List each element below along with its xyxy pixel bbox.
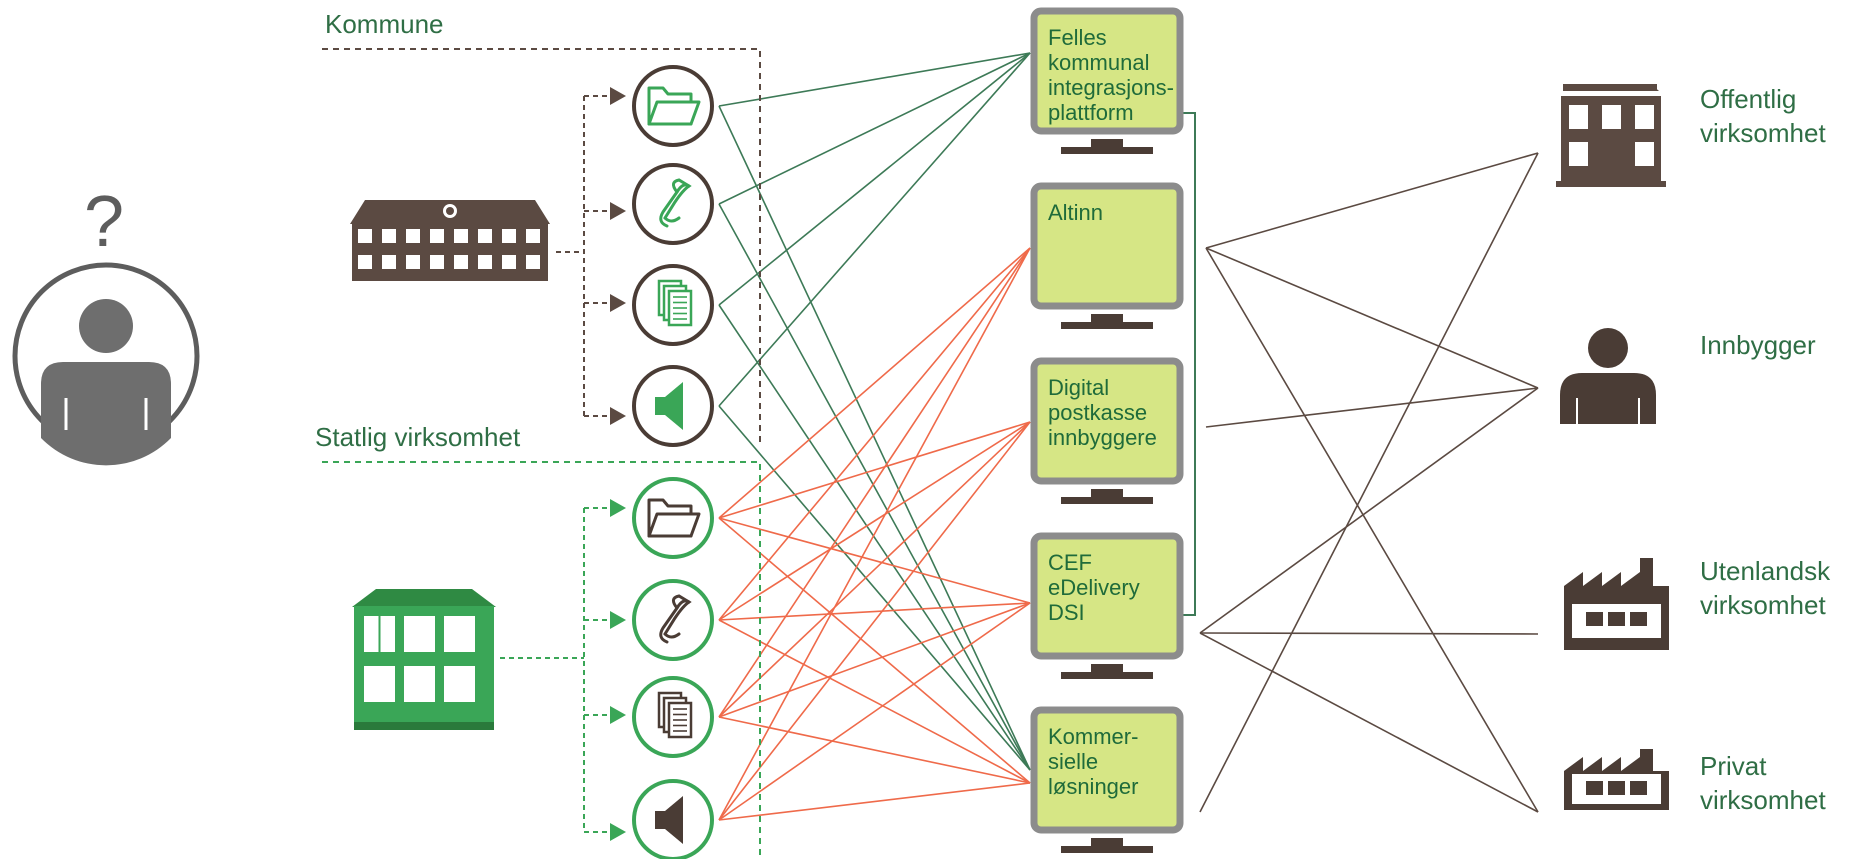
recipient-label: virksomhet <box>1700 590 1826 620</box>
platform-monitor-p2: Altinn <box>1030 182 1184 329</box>
person-icon <box>1560 328 1656 424</box>
statlig-line <box>718 247 1031 621</box>
kommune-line <box>718 405 1031 771</box>
kommune-connection-lines <box>718 52 1031 771</box>
kommune-line <box>718 52 1031 306</box>
question-mark: ? <box>84 182 124 262</box>
kommune-line <box>718 52 1031 205</box>
statlig-connection-lines <box>718 247 1031 821</box>
recipient-label: Privat <box>1700 751 1767 781</box>
statlig-line <box>718 602 1031 821</box>
statlig-line <box>718 517 1031 784</box>
statlig-line <box>718 716 1031 784</box>
kommune-connector-arrows <box>610 87 626 425</box>
recipient-line <box>1205 152 1539 249</box>
kommune-line <box>718 52 1031 107</box>
recipient-line <box>1205 247 1539 813</box>
factory-icon <box>1564 749 1669 810</box>
platform-label: Kommer- <box>1048 724 1138 749</box>
kommune-line <box>718 105 1031 771</box>
recipient-line <box>1199 152 1539 813</box>
recipient-line <box>1205 387 1539 428</box>
kommune-group-label: Kommune <box>325 9 444 39</box>
factory-icon <box>1564 558 1669 650</box>
platform-label: Digital <box>1048 375 1109 400</box>
documents-icon <box>632 264 714 346</box>
statlig-line <box>718 247 1031 519</box>
kommune-group-frame <box>322 48 761 446</box>
recipient-label: Utenlandsk <box>1700 556 1831 586</box>
statlig-dashed-connectors <box>500 507 610 833</box>
platform-label: sielle <box>1048 749 1098 774</box>
folder-icon <box>632 477 714 559</box>
script-icon <box>632 163 714 245</box>
speaker-icon <box>632 365 714 447</box>
statlig-group-frame <box>322 461 761 859</box>
recipient-label: virksomhet <box>1700 118 1826 148</box>
recipient-line <box>1199 632 1539 813</box>
platform-label: postkasse <box>1048 400 1147 425</box>
platform-label: Felles <box>1048 25 1107 50</box>
statlig-line <box>718 421 1031 821</box>
statlig-line <box>718 421 1031 519</box>
statlig-line <box>718 421 1031 718</box>
statlig-line <box>718 619 1031 784</box>
kommune-line <box>718 203 1031 771</box>
statlig-group-label: Statlig virksomhet <box>315 422 521 452</box>
platform-label: innbyggere <box>1048 425 1157 450</box>
state-building-icon <box>352 589 496 730</box>
script-icon <box>632 579 714 661</box>
recipient-line <box>1205 247 1539 389</box>
folder-icon <box>632 65 714 147</box>
platform-label: Altinn <box>1048 200 1103 225</box>
recipient-label: Offentlig <box>1700 84 1796 114</box>
kommune-channel-icons <box>632 65 714 447</box>
statlig-line <box>718 247 1031 821</box>
statlig-line <box>718 782 1031 821</box>
statlig-channel-icons <box>632 477 714 859</box>
municipal-building-icon <box>350 200 550 281</box>
recipient-label: Innbygger <box>1700 330 1816 360</box>
recipient-label: virksomhet <box>1700 785 1826 815</box>
statlig-connector-arrows <box>610 499 626 841</box>
platform-label: løsninger <box>1048 774 1138 799</box>
statlig-line <box>718 247 1031 718</box>
statlig-line <box>718 517 1031 604</box>
recipient-connection-lines <box>1199 152 1539 813</box>
platform-label: CEF <box>1048 550 1092 575</box>
platform-label: kommunal <box>1048 50 1149 75</box>
statlig-line <box>718 421 1031 621</box>
user-avatar <box>12 262 200 466</box>
platform-label: plattform <box>1048 100 1134 125</box>
office-building-icon <box>1556 84 1666 187</box>
kommune-line <box>718 52 1031 407</box>
platform-bracket <box>1183 112 1196 616</box>
kommune-dashed-connectors <box>556 95 610 417</box>
platform-label: integrasjons- <box>1048 75 1174 100</box>
documents-icon <box>632 676 714 758</box>
statlig-line <box>718 602 1031 621</box>
recipient-line <box>1199 387 1539 634</box>
kommune-line <box>718 304 1031 771</box>
statlig-line <box>718 602 1031 718</box>
platform-label: DSI <box>1048 600 1085 625</box>
recipient-line <box>1199 632 1539 635</box>
platform-label: eDelivery <box>1048 575 1140 600</box>
speaker-icon <box>632 779 714 859</box>
